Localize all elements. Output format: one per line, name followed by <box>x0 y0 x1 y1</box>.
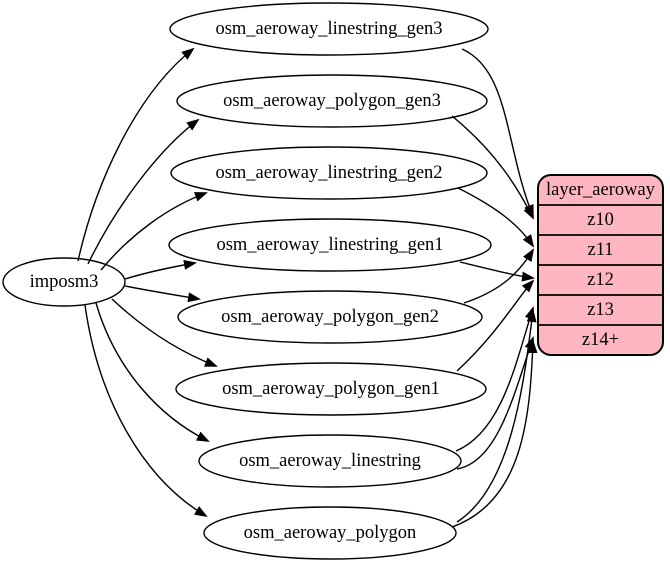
node-osm_aeroway_polygon_gen2 <box>177 290 483 344</box>
edge-osm_aeroway_polygon_gen3-to-layer_aeroway:z10 <box>451 115 534 220</box>
node-shape-osm_aeroway_linestring_gen2 <box>170 146 488 200</box>
node-shape-osm_aeroway_polygon <box>203 506 457 560</box>
record-row-label-z13: z13 <box>587 300 614 320</box>
edge-osm_aeroway_polygon-to-layer_aeroway:z14+ <box>451 340 538 528</box>
node-label-osm_aeroway_polygon_gen3: osm_aeroway_polygon_gen3 <box>223 91 441 111</box>
edge-osm_aeroway_linestring-to-layer_aeroway:z13 <box>455 306 535 452</box>
edge-osm_aeroway_linestring_gen3-to-layer_aeroway:z10 <box>461 48 534 218</box>
record-row-label-z10: z10 <box>587 210 614 230</box>
record-title: layer_aeroway <box>546 180 656 200</box>
edge-imposm3-to-osm_aeroway_linestring_gen2 <box>100 192 208 271</box>
record-row-label-z12: z12 <box>587 270 614 290</box>
node-label-osm_aeroway_linestring_gen1: osm_aeroway_linestring_gen1 <box>216 235 443 255</box>
node-osm_aeroway_linestring_gen3 <box>169 2 489 56</box>
node-label-osm_aeroway_polygon_gen1: osm_aeroway_polygon_gen1 <box>222 379 440 399</box>
node-label-osm_aeroway_linestring_gen2: osm_aeroway_linestring_gen2 <box>215 163 442 183</box>
edge-osm_aeroway_linestring-to-layer_aeroway:z14+ <box>456 336 535 470</box>
record-node-layer_aeroway <box>537 174 664 356</box>
node-imposm3 <box>2 257 126 307</box>
edge-imposm3-to-osm_aeroway_polygon_gen2 <box>124 285 201 303</box>
node-shape-osm_aeroway_polygon_gen1 <box>175 362 487 416</box>
edge-osm_aeroway_polygon_gen2-to-layer_aeroway:z11 <box>463 248 535 304</box>
edge-imposm3-to-osm_aeroway_polygon_gen1 <box>111 298 218 367</box>
node-osm_aeroway_polygon <box>203 506 457 560</box>
edge-imposm3-to-osm_aeroway_linestring_gen3 <box>77 47 195 262</box>
node-label-osm_aeroway_polygon: osm_aeroway_polygon <box>244 523 417 543</box>
node-osm_aeroway_linestring <box>198 434 462 488</box>
node-osm_aeroway_linestring_gen1 <box>168 218 492 272</box>
node-label-osm_aeroway_linestring: osm_aeroway_linestring <box>239 451 421 471</box>
record-row-label-z14+: z14+ <box>582 330 619 350</box>
table-nodes <box>2 2 492 560</box>
edge-imposm3-to-osm_aeroway_linestring_gen1 <box>124 259 197 280</box>
labels: imposm3 osm_aeroway_linestring_gen3 osm_ae… <box>30 19 656 543</box>
node-osm_aeroway_polygon_gen3 <box>176 74 488 128</box>
edge-osm_aeroway_polygon_gen1-to-layer_aeroway:z12 <box>456 279 535 372</box>
node-shape-osm_aeroway_linestring <box>198 434 462 488</box>
node-shape-imposm3 <box>2 257 126 307</box>
node-shape-osm_aeroway_polygon_gen2 <box>177 290 483 344</box>
node-label-imposm3: imposm3 <box>30 272 99 292</box>
edge-imposm3-to-osm_aeroway_polygon_gen3 <box>87 118 200 265</box>
node-label-osm_aeroway_polygon_gen2: osm_aeroway_polygon_gen2 <box>221 307 439 327</box>
edge-osm_aeroway_linestring_gen1-to-layer_aeroway:z12 <box>459 261 535 282</box>
node-shape-osm_aeroway_linestring_gen1 <box>168 218 492 272</box>
edges <box>77 47 538 528</box>
node-osm_aeroway_linestring_gen2 <box>170 146 488 200</box>
edge-imposm3-to-osm_aeroway_polygon <box>84 304 208 518</box>
record-row-label-z11: z11 <box>587 240 613 260</box>
node-shape-osm_aeroway_polygon_gen3 <box>176 74 488 128</box>
node-shape-osm_aeroway_linestring_gen3 <box>169 2 489 56</box>
edge-imposm3-to-osm_aeroway_linestring <box>95 302 210 442</box>
node-osm_aeroway_polygon_gen1 <box>175 362 487 416</box>
edge-osm_aeroway_linestring_gen2-to-layer_aeroway:z11 <box>457 187 535 248</box>
node-label-osm_aeroway_linestring_gen3: osm_aeroway_linestring_gen3 <box>215 19 442 39</box>
